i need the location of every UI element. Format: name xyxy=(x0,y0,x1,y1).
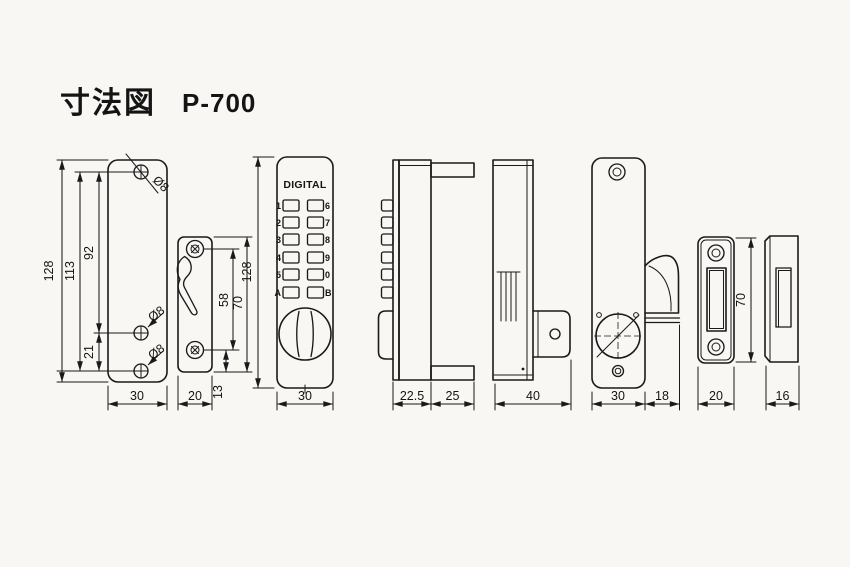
page-title: 寸法図 xyxy=(60,87,156,120)
strike-plate-outline xyxy=(697,236,735,364)
key-label-9: 9 xyxy=(325,253,330,263)
knob-profile xyxy=(377,310,394,360)
strike-slot xyxy=(706,267,727,332)
keypad-side-view: 22.5 25 xyxy=(377,159,475,411)
dim-strike-height: 70 xyxy=(734,293,748,307)
brand-label: DIGITAL xyxy=(283,179,327,191)
button-profile-bumps xyxy=(380,199,394,299)
screw-hole-top xyxy=(185,239,205,259)
guide-slot-lines xyxy=(496,271,521,322)
hole-dia-label-bottom: Ø8 xyxy=(146,341,168,362)
title-block: 寸法図 P-700 xyxy=(60,87,256,120)
side-body xyxy=(398,159,432,381)
latch-side-view: 40 xyxy=(492,159,572,411)
latch-back-body xyxy=(591,157,646,389)
strike-screw-bottom xyxy=(707,338,725,356)
dim-hook-plate-bottom-offset: 13 xyxy=(211,385,225,399)
key-label-7: 7 xyxy=(325,218,330,228)
key-label-A: A xyxy=(275,288,282,298)
key-label-8: 8 xyxy=(325,235,330,245)
bottom-bracket-bar xyxy=(430,365,475,381)
dim-back-plate-height: 128 xyxy=(42,261,56,282)
key-label-1: 1 xyxy=(276,201,281,211)
hole-dia-label-mid: Ø8 xyxy=(146,303,168,324)
dim-hook-plate-screw-span: 58 xyxy=(217,293,231,307)
pin-dot xyxy=(521,367,525,371)
strike-screw-top xyxy=(707,244,725,262)
back-plate-view: Ø8 Ø8 Ø8 128 113 92 21 30 xyxy=(42,153,172,411)
screw-hole-bottom xyxy=(185,340,205,360)
top-screw xyxy=(608,163,626,181)
cylinder-boss xyxy=(594,312,642,360)
hook-plate-outline xyxy=(177,236,213,373)
keypad-buttons: 1 2 3 4 5 A 6 7 8 9 0 B xyxy=(275,199,332,299)
dim-side-body-depth: 22.5 xyxy=(400,389,424,403)
key-label-3: 3 xyxy=(276,235,281,245)
thumb-turn-knob xyxy=(278,307,332,394)
key-label-0: 0 xyxy=(325,270,330,280)
latch-pin-hole xyxy=(549,328,561,340)
key-label-5: 5 xyxy=(276,270,281,280)
key-label-4: 4 xyxy=(276,253,281,263)
model-number: P-700 xyxy=(182,88,256,118)
dim-keypad-height: 128 xyxy=(240,262,254,283)
hook-cutout xyxy=(176,255,198,316)
latch-back-view: 30 18 xyxy=(591,157,681,411)
dim-keypad-width: 30 xyxy=(298,389,312,403)
hook-projection xyxy=(644,254,681,324)
dim-back-plate-lower-span: 21 xyxy=(82,345,96,359)
key-label-B: B xyxy=(325,288,332,298)
mounting-hole-top xyxy=(125,153,159,194)
dim-back-plate-upper-span: 92 xyxy=(82,246,96,260)
hook-plate-view: 58 70 13 20 xyxy=(176,236,253,411)
key-label-6: 6 xyxy=(325,201,330,211)
dim-hook-plate-height: 70 xyxy=(231,296,245,310)
dim-back-plate-width: 30 xyxy=(130,389,144,403)
bottom-screw xyxy=(611,364,625,378)
dim-side-bar-depth: 25 xyxy=(446,389,460,403)
back-plate-outline xyxy=(107,159,168,383)
strike-plate-view: 70 20 xyxy=(697,236,757,411)
dim-strike-side-depth: 16 xyxy=(776,389,790,403)
top-bracket-bar xyxy=(430,162,475,178)
dim-back-plate-hole-span: 113 xyxy=(63,261,77,281)
latch-body xyxy=(492,159,534,381)
strike-side-view: 16 xyxy=(764,235,800,411)
dim-hook-plate-width: 20 xyxy=(188,389,202,403)
key-label-2: 2 xyxy=(276,218,281,228)
hole-dia-label-top: Ø8 xyxy=(150,173,172,195)
dim-hook-depth: 18 xyxy=(655,389,669,403)
keypad-front-view: DIGITAL 1 2 3 4 5 A 6 7 8 9 0 B xyxy=(240,156,334,411)
mounting-face xyxy=(392,159,400,381)
dim-latch-back-width: 30 xyxy=(611,389,625,403)
latch-bolt xyxy=(532,310,571,358)
dim-latch-depth: 40 xyxy=(526,389,540,403)
dim-strike-width: 20 xyxy=(709,389,723,403)
